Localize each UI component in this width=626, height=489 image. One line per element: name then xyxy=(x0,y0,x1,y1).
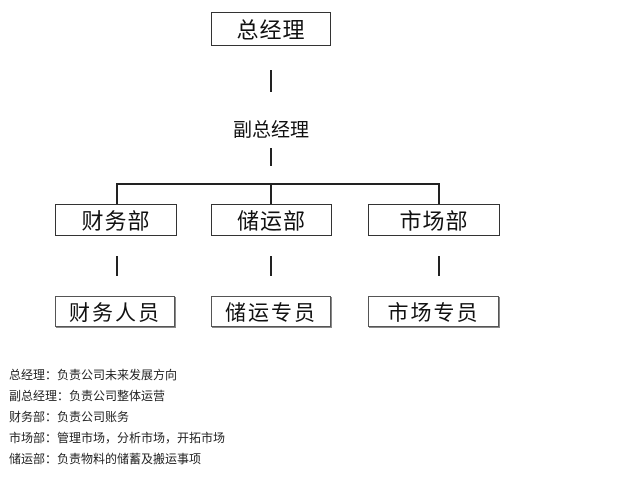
connector-gm-deputy xyxy=(270,70,272,92)
deputy-manager-box: 副总经理 xyxy=(222,114,320,142)
market-staff-label: 市场专员 xyxy=(387,300,480,325)
connector-bus xyxy=(116,183,439,185)
connector-finance-staff xyxy=(116,256,118,276)
role-descriptions: 总经理：负责公司未来发展方向 副总经理：负责公司整体运营 财务部：负责公司账务 … xyxy=(9,365,225,470)
market-staff-box: 市场专员 xyxy=(368,296,499,327)
market-dept-label: 市场部 xyxy=(399,210,469,235)
finance-staff-box: 财务人员 xyxy=(55,296,175,327)
note-deputy-manager: 副总经理：负责公司整体运营 xyxy=(9,389,166,403)
deputy-manager-label: 副总经理 xyxy=(232,118,309,141)
connector-bus-finance xyxy=(116,183,118,204)
finance-staff-label: 财务人员 xyxy=(69,300,161,325)
general-manager-box: 总经理 xyxy=(211,12,331,46)
note-market-dept: 市场部：管理市场，分析市场，开拓市场 xyxy=(9,431,226,445)
logistics-staff-box: 储运专员 xyxy=(211,296,331,327)
connector-deputy-bus xyxy=(270,148,272,166)
connector-bus-logistics xyxy=(270,183,272,204)
note-finance-dept: 财务部：负责公司账务 xyxy=(9,410,130,424)
note-logistics-dept: 储运部：负责物料的储蓄及搬运事项 xyxy=(9,452,202,466)
logistics-dept-label: 储运部 xyxy=(236,210,306,235)
connector-bus-market xyxy=(438,183,440,204)
logistics-dept-box: 储运部 xyxy=(211,204,332,236)
connector-logistics-staff xyxy=(270,256,272,276)
logistics-staff-label: 储运专员 xyxy=(225,300,317,325)
connector-market-staff xyxy=(438,256,440,276)
general-manager-label: 总经理 xyxy=(236,19,306,44)
note-general-manager: 总经理：负责公司未来发展方向 xyxy=(9,368,178,382)
market-dept-box: 市场部 xyxy=(368,204,500,236)
finance-dept-label: 财务部 xyxy=(81,210,151,235)
finance-dept-box: 财务部 xyxy=(55,204,177,236)
